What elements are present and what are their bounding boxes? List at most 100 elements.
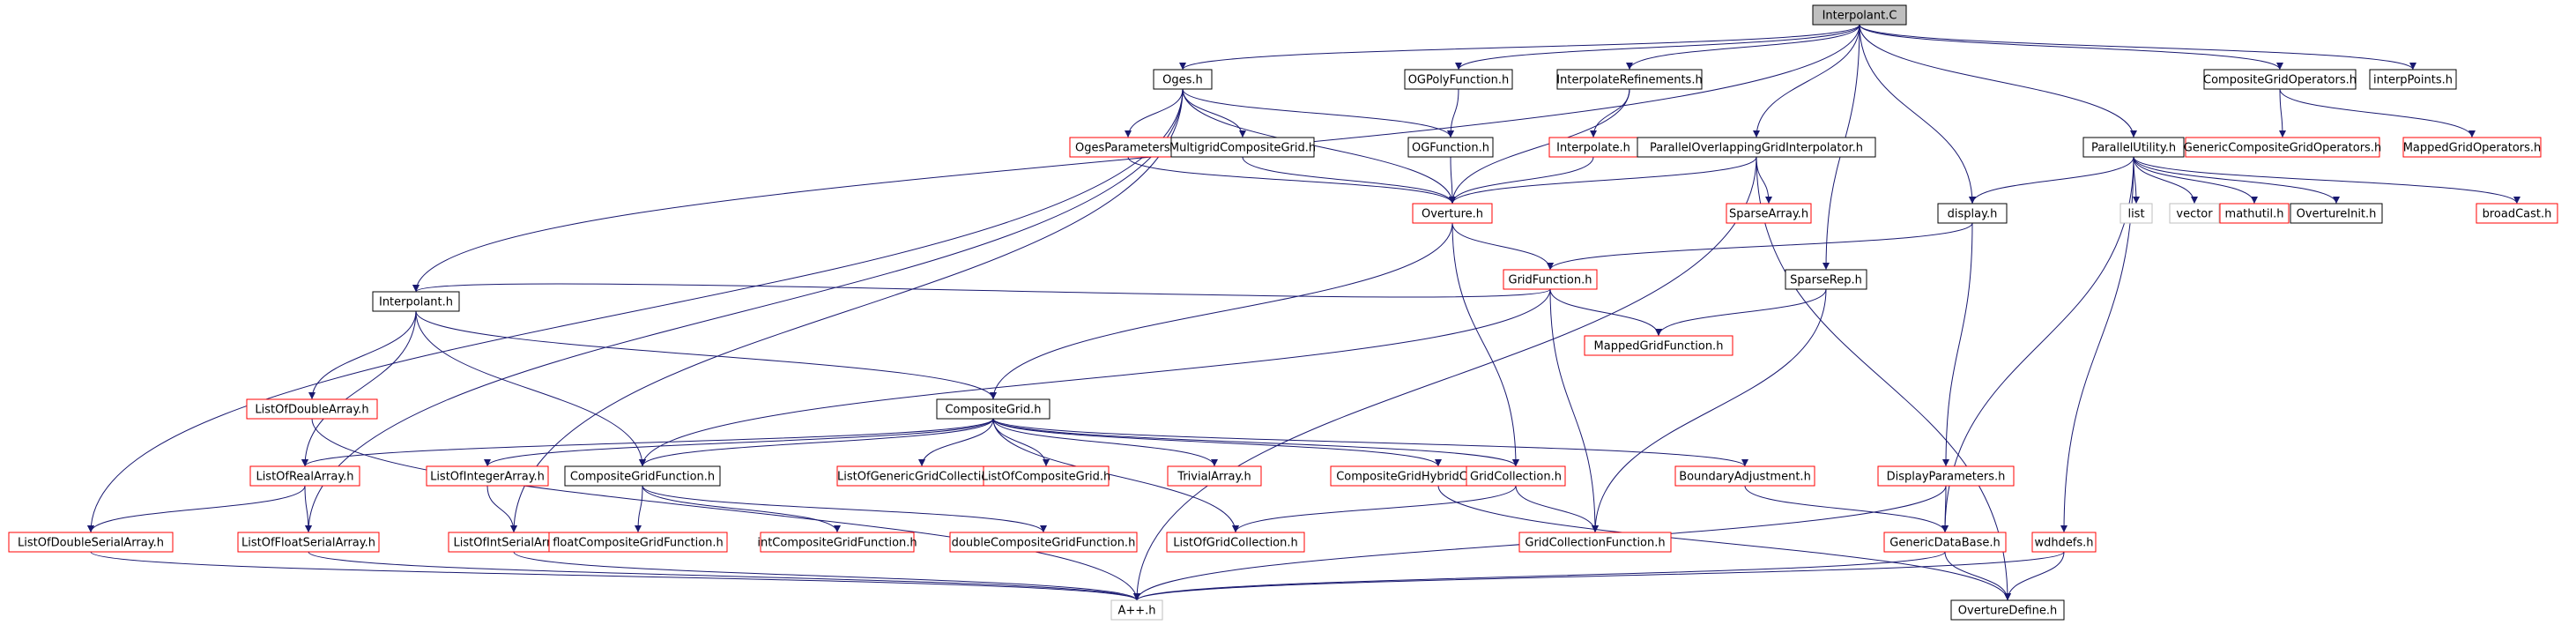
edge-display-to-gridfunc (1547, 222, 1973, 271)
node-label: vector (2176, 208, 2213, 221)
node-sparserep[interactable]: SparseRep.h (1785, 269, 1867, 290)
node-label: OgesParameters.h (1075, 142, 1181, 155)
edge-cg-to-logc (992, 418, 1239, 533)
node-lointarray[interactable]: ListOfIntegerArray.h (426, 465, 549, 487)
edge-cg-to-cghc (992, 418, 1442, 467)
node-box (983, 465, 1110, 487)
node-box (2031, 532, 2097, 553)
node-label: Interpolant.h (379, 296, 453, 309)
node-loisa[interactable]: ListOfIntSerialArray.h (448, 532, 580, 553)
node-mgf[interactable]: MappedGridFunction.h (1584, 335, 1733, 356)
node-label: wdhdefs.h (2034, 537, 2093, 550)
node-box (1883, 532, 2007, 553)
node-box (1726, 203, 1812, 224)
node-label: GridCollection.h (1470, 471, 1562, 484)
node-mgcg[interactable]: MultigridCompositeGrid.h (1169, 137, 1316, 158)
node-doublecgf[interactable]: doubleCompositeGridFunction.h (949, 532, 1138, 553)
node-gridfunc[interactable]: GridFunction.h (1503, 269, 1598, 290)
node-display[interactable]: display.h (1937, 203, 2008, 224)
node-box (1674, 465, 1815, 487)
node-ogesparams[interactable]: OgesParameters.h (1069, 137, 1187, 158)
node-floatcgf[interactable]: floatCompositeGridFunction.h (548, 532, 728, 553)
node-intcgf[interactable]: intCompositeGridFunction.h (757, 532, 917, 553)
node-wdhdefs[interactable]: wdhdefs.h (2031, 532, 2097, 553)
edge-oges-to-ogfunc (1182, 88, 1454, 138)
node-box (426, 465, 549, 487)
node-box (2185, 137, 2380, 158)
node-ovdefine[interactable]: OvertureDefine.h (1950, 599, 2065, 621)
node-box (564, 465, 721, 487)
node-mathutil[interactable]: mathutil.h (2219, 203, 2290, 224)
node-box (1584, 335, 1733, 356)
edge-cgf-to-floatcgf (635, 485, 643, 533)
edge-putil-to-wdhdefs (2060, 156, 2134, 533)
node-mgo[interactable]: MappedGridOperators.h (2402, 137, 2542, 158)
edge-interpref-to-overture (1449, 88, 1630, 205)
edge-cghc-to-ovdefine (1437, 485, 2011, 601)
edge-gridfunc-to-interpolant (412, 283, 1551, 298)
node-gridcoll[interactable]: GridCollection.h (1466, 465, 1566, 487)
node-box (2219, 203, 2290, 224)
node-broadcast[interactable]: broadCast.h (2476, 203, 2558, 224)
node-lodsa[interactable]: ListOfDoubleSerialArray.h (8, 532, 174, 553)
edge-gdb-to-ovdefine (1944, 551, 2011, 601)
node-lodoublearray[interactable]: ListOfDoubleArray.h (246, 398, 378, 420)
edge-gridfunc-to-cgf (639, 288, 1551, 467)
node-list[interactable]: list (2119, 203, 2153, 224)
node-cg[interactable]: CompositeGrid.h (936, 398, 1050, 420)
node-interppoints[interactable]: interpPoints.h (2369, 69, 2457, 90)
node-interpref[interactable]: InterpolateRefinements.h (1556, 69, 1703, 90)
node-label: InterpolateRefinements.h (1556, 74, 1702, 87)
node-pogi[interactable]: ParallelOverlappingGridInterpolator.h (1637, 137, 1876, 158)
node-logcc[interactable]: ListOfGenericGridCollection.h (836, 465, 1007, 487)
node-ogfunc[interactable]: OGFunction.h (1407, 137, 1494, 158)
node-app[interactable]: A++.h (1110, 599, 1163, 621)
node-label: ListOfDoubleSerialArray.h (18, 537, 164, 550)
node-box (1556, 69, 1703, 90)
node-gcgo[interactable]: GenericCompositeGridOperators.h (2184, 137, 2381, 158)
node-gdb[interactable]: GenericDataBase.h (1883, 532, 2007, 553)
edge-putil-to-gdb (1941, 156, 2134, 533)
edge-oges-to-overture (1182, 88, 1456, 205)
node-sparsearray[interactable]: SparseArray.h (1726, 203, 1812, 224)
node-vector[interactable]: vector (2169, 203, 2220, 224)
edge-gridcoll-to-gcf (1515, 485, 1599, 533)
node-ovinit[interactable]: OvertureInit.h (2290, 203, 2383, 224)
node-oges[interactable]: Oges.h (1153, 69, 1213, 90)
node-label: BoundaryAdjustment.h (1679, 471, 1811, 484)
node-box (246, 398, 378, 420)
node-ogpoly[interactable]: OGPolyFunction.h (1404, 69, 1513, 90)
node-box (1785, 269, 1867, 290)
edge-cg-to-logcc (918, 418, 994, 467)
node-locg[interactable]: ListOfCompositeGrid.h (982, 465, 1111, 487)
edge-root-to-cgops (1859, 24, 2283, 71)
edge-interpolant-to-lodoublearray (308, 310, 417, 400)
node-putil[interactable]: ParallelUtility.h (2082, 137, 2185, 158)
node-lorealarray[interactable]: ListOfRealArray.h (249, 465, 360, 487)
node-overture[interactable]: Overture.h (1412, 203, 1493, 224)
node-box (1170, 137, 1315, 158)
node-interpolate[interactable]: Interpolate.h (1548, 137, 1638, 158)
edge-overture-to-cg (990, 222, 1453, 400)
node-root[interactable]: Interpolant.C (1812, 4, 1907, 26)
node-cgf[interactable]: CompositeGridFunction.h (564, 465, 721, 487)
edge-ogesparams-to-overture (1127, 156, 1456, 205)
node-label: MappedGridOperators.h (2403, 142, 2542, 155)
edge-gridfunc-to-mgf (1549, 288, 1662, 337)
node-lofsa[interactable]: ListOfFloatSerialArray.h (237, 532, 380, 553)
node-dispparams[interactable]: DisplayParameters.h (1877, 465, 2015, 487)
edge-overture-to-gridcoll (1451, 222, 1519, 467)
node-interpolant[interactable]: Interpolant.h (372, 291, 460, 312)
edge-oges-to-ogesparams (1125, 88, 1184, 138)
node-label: ParallelOverlappingGridInterpolator.h (1650, 142, 1863, 155)
node-cgops[interactable]: CompositeGridOperators.h (2203, 69, 2357, 90)
node-logc[interactable]: ListOfGridCollection.h (1166, 532, 1305, 553)
node-label: ListOfGenericGridCollection.h (837, 471, 1006, 484)
node-box (237, 532, 380, 553)
node-box (2119, 203, 2153, 224)
node-box (548, 532, 728, 553)
node-boundadj[interactable]: BoundaryAdjustment.h (1674, 465, 1815, 487)
node-gcf[interactable]: GridCollectionFunction.h (1518, 532, 1672, 553)
node-trivial[interactable]: TrivialArray.h (1167, 465, 1262, 487)
